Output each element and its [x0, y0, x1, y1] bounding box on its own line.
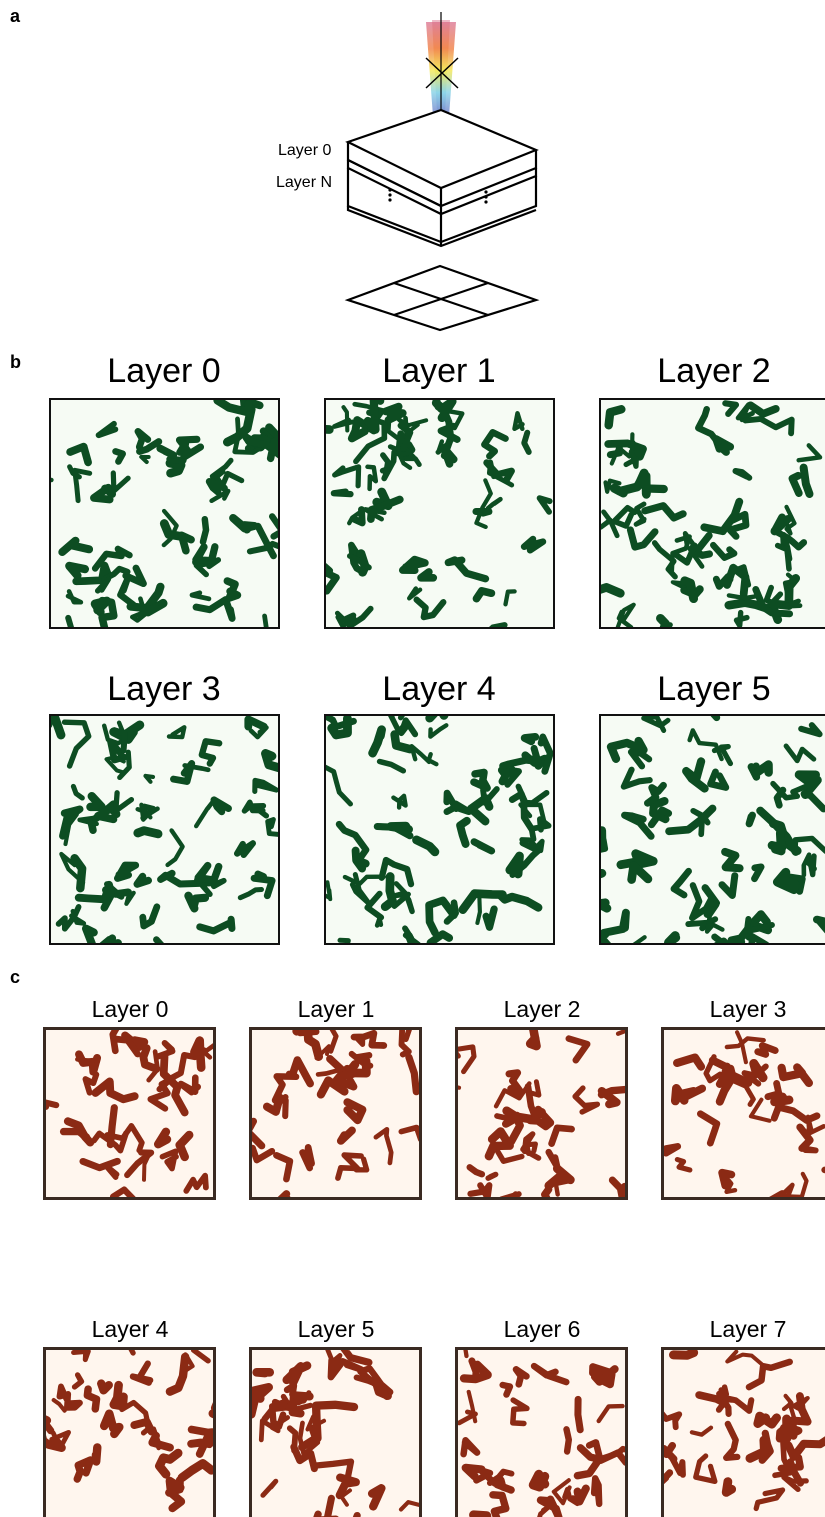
- b-image-layer-5: [599, 714, 825, 945]
- c-title-layer-0: Layer 0: [91, 996, 169, 1022]
- b-image-layer-1: [324, 398, 555, 629]
- c-image-layer-2: [455, 1027, 628, 1200]
- b-image-layer-2: [599, 398, 825, 629]
- output-grid-icon: [344, 264, 540, 332]
- c-title-layer-2: Layer 2: [503, 996, 581, 1022]
- label-layer-0: Layer 0: [278, 142, 332, 159]
- panel-letter-a: a: [10, 6, 21, 26]
- c-title-layer-5: Layer 5: [297, 1316, 375, 1342]
- b-image-layer-3: [49, 714, 280, 945]
- layer-stack-schematic: [344, 12, 540, 332]
- c-image-layer-1: [249, 1027, 422, 1200]
- c-image-layer-5: [249, 1347, 422, 1517]
- c-image-layer-7: [661, 1347, 825, 1517]
- c-title-layer-3: Layer 3: [709, 996, 787, 1022]
- light-beam-icon: [425, 12, 459, 150]
- panel-letter-b: b: [10, 352, 21, 372]
- b-image-layer-0: [49, 398, 280, 629]
- b-image-layer-4: [324, 714, 555, 945]
- b-title-layer-0: Layer 0: [107, 352, 221, 390]
- panel-a-diagram: Layer 0 Layer N: [260, 10, 560, 340]
- c-title-layer-1: Layer 1: [297, 996, 375, 1022]
- b-title-layer-1: Layer 1: [382, 352, 496, 390]
- panel-letter-c: c: [10, 967, 21, 987]
- c-image-layer-6: [455, 1347, 628, 1517]
- c-title-layer-4: Layer 4: [91, 1316, 169, 1342]
- b-title-layer-4: Layer 4: [382, 670, 496, 708]
- b-title-layer-3: Layer 3: [107, 670, 221, 708]
- label-layer-n: Layer N: [276, 174, 333, 191]
- b-title-layer-2: Layer 2: [657, 352, 771, 390]
- layer-stack-icon: [345, 108, 539, 248]
- c-image-layer-4: [43, 1347, 216, 1517]
- b-title-layer-5: Layer 5: [657, 670, 771, 708]
- c-title-layer-6: Layer 6: [503, 1316, 581, 1342]
- c-title-layer-7: Layer 7: [709, 1316, 787, 1342]
- c-image-layer-0: [43, 1027, 216, 1200]
- c-image-layer-3: [661, 1027, 825, 1200]
